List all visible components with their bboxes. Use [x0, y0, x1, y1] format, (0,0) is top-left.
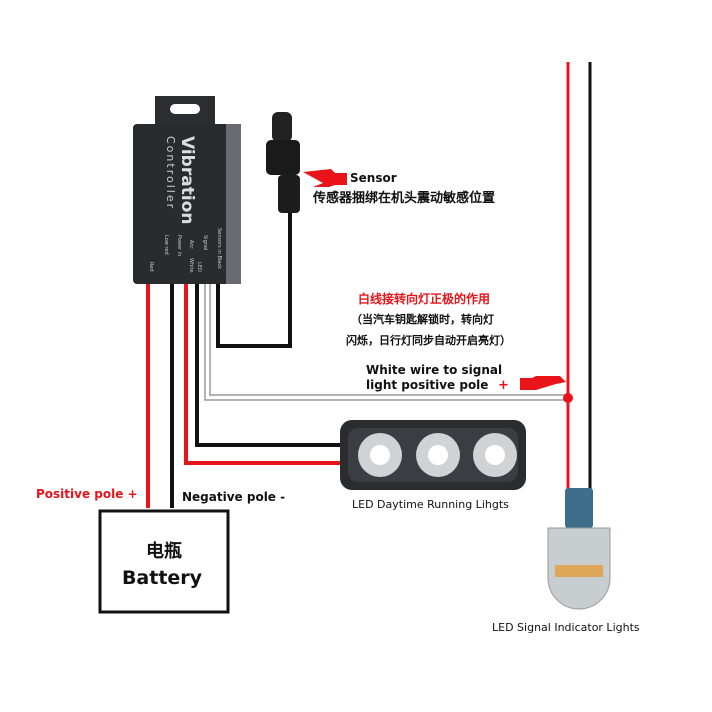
battery [98, 509, 230, 614]
positive-pole-label: Positive pole + [36, 487, 138, 501]
white-wire-en-1: White wire to signal [366, 363, 502, 377]
pointing-hand-icon [303, 169, 347, 187]
sensor-note: 传感器捆绑在机头震动敏感位置 [312, 190, 495, 206]
sensor-wire [216, 210, 292, 348]
drl-label: LED Daytime Running Lihgts [352, 498, 509, 511]
pin-label: White [188, 258, 194, 273]
pin-label: LED [196, 262, 202, 272]
signal-light-label: LED Signal Indicator Lights [492, 621, 640, 634]
pin-label: Power in [176, 235, 182, 256]
white-wire-plus: + [498, 378, 509, 393]
drl-red-wire [184, 280, 348, 465]
junction-dot [563, 393, 573, 403]
sensor-connector [266, 112, 300, 213]
led-daytime-running-light [340, 420, 526, 490]
white-wire-en-2: light positive pole [366, 378, 488, 392]
pin-label: Sensors in Black [216, 228, 222, 269]
white-wire [204, 280, 568, 401]
white-wire-title: 白线接转向灯正极的作用 [358, 291, 490, 306]
white-wire-note-2: 闪烁，日行灯同步自动开启亮灯） [346, 333, 511, 347]
pointing-hand-icon [520, 376, 566, 390]
sensor-label: Sensor [350, 171, 397, 185]
controller-subtitle: Controller [164, 136, 177, 210]
led-signal-indicator-light [547, 488, 611, 610]
pin-label: Low red [163, 235, 169, 255]
pin-label: Acc [188, 240, 194, 249]
vibration-controller: Vibration Controller Sensors in Black Si… [133, 96, 241, 284]
battery-label-en: Battery [122, 567, 203, 589]
battery-label-cn: 电瓶 [146, 540, 182, 562]
negative-pole-label: Negative pole - [182, 490, 285, 504]
pin-label: Red [148, 262, 154, 272]
pin-label: Signal [202, 235, 208, 250]
drl-black-wire [195, 280, 348, 447]
controller-title: Vibration [177, 136, 197, 224]
white-wire-note-1: （当汽车钥匙解锁时，转向灯 [351, 312, 494, 326]
white-wire-2 [209, 280, 568, 396]
